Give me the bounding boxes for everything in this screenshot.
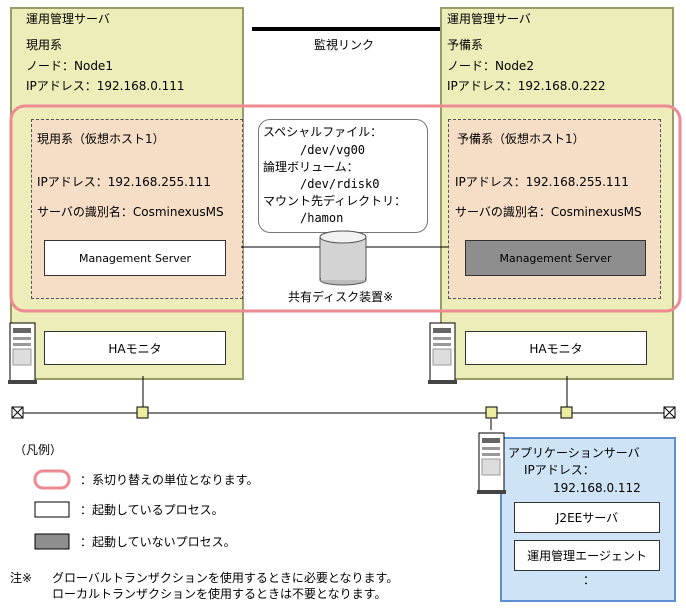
legend-unit-swatch [33,469,71,490]
shared-disk-special-file-value: /dev/vg00 [300,143,366,157]
active-management-server-process: Management Server [44,240,226,276]
shared-disk-logical-volume-value: /dev/rdisk0 [300,177,380,191]
active-virtual-host-id-name: サーバの識別名：CosminexusMS [37,205,224,219]
standby-server-ip: IPアドレス：192.168.0.222 [447,79,606,93]
note-marker: 注※ [10,571,33,585]
shared-disk-logical-volume-label: 論理ボリューム： [263,160,359,174]
app-server-computer-icon [477,432,506,494]
active-server-ip: IPアドレス：192.168.0.111 [26,79,185,93]
shared-disk-label: 共有ディスク装置※ [288,290,394,304]
standby-server-computer-icon [428,322,457,384]
legend-running-swatch [34,501,70,518]
legend-stopped-swatch [34,533,70,550]
standby-virtual-host-ip: IPアドレス：192.168.255.111 [455,175,629,189]
shared-disk-mount-dir-value: /hamon [300,211,344,225]
app-server-more-indicator: ： [583,573,596,587]
standby-virtual-host-id-name: サーバの識別名：CosminexusMS [455,205,642,219]
monitor-link-label: 監視リンク [314,38,375,52]
active-virtual-host-ip: IPアドレス：192.168.255.111 [37,175,211,189]
management-agent-process: 運用管理エージェント [514,540,660,571]
active-server-computer-icon [8,322,37,384]
app-server-ip: 192.168.0.112 [553,481,641,495]
active-server-title: 運用管理サーバ [26,12,110,26]
app-server-ip-label: IPアドレス： [524,463,595,477]
note-line-1: グローバルトランザクションを使用するときに必要となります。 [52,571,399,585]
active-server-node: ノード：Node1 [26,59,113,73]
j2ee-server-process: J2EEサーバ [514,502,660,533]
active-ha-monitor-process: HAモニタ [44,331,226,365]
shared-disk-mount-dir-label: マウント先ディレクトリ： [263,194,407,208]
network-node-2 [485,406,498,419]
active-server-role: 現用系 [26,38,63,52]
standby-server-title: 運用管理サーバ [447,12,531,26]
legend-title: （凡例） [14,443,63,457]
standby-ha-monitor-process: HAモニタ [465,331,647,365]
network-node-1 [136,406,149,419]
legend-running-text: ：起動しているプロセス。 [80,503,224,517]
shared-disk-info-box [258,119,428,233]
network-node-3 [560,406,573,419]
failover-unit-outline [9,104,682,313]
legend-stopped-text: ：起動していないプロセス。 [80,535,236,549]
standby-management-server-process: Management Server [465,240,646,276]
terminator-left-icon [11,406,24,419]
shared-disk-special-file-label: スペシャルファイル： [263,125,383,139]
standby-server-role: 予備系 [447,38,484,52]
terminator-right-icon [663,406,676,419]
shared-disk-icon [319,230,367,286]
note-line-2: ローカルトランザクションを使用するときは不要となります。 [52,587,387,601]
standby-server-node: ノード：Node2 [447,59,534,73]
active-virtual-host-title: 現用系（仮想ホスト1） [37,132,165,146]
legend-unit-text: ：系切り替えの単位となります。 [80,473,259,487]
app-server-title: アプリケーションサーバ [508,446,640,460]
standby-virtual-host-title: 予備系（仮想ホスト1） [457,132,585,146]
